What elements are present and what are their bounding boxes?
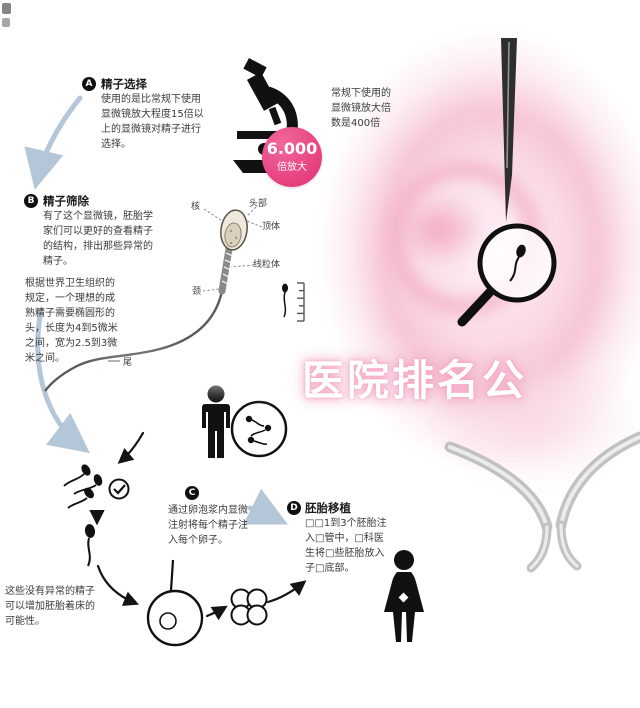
arrow-a-to-b xyxy=(24,95,83,190)
watermark-text: 医院排名公 xyxy=(302,356,528,405)
arrow-dish-to-group xyxy=(117,431,145,464)
scale-ruler xyxy=(297,282,305,322)
step-b-body-1: 有了这个显微镜，胚胎学家们可以更好的查看精子的结构，排出那些异常的精子。 xyxy=(43,211,153,267)
label-acrosome: 顶体 xyxy=(262,222,281,232)
note-normal-sperm-implantation: 这些没有异常的精子可以增加胚胎着床的可能性。 xyxy=(5,586,95,627)
injection-needle-icon xyxy=(501,38,517,222)
arrow-sperm-to-egg xyxy=(96,564,140,606)
petri-dish-icon xyxy=(230,400,288,458)
egg-photo-pink-spot xyxy=(394,194,486,266)
step-b-title: 精子筛除 xyxy=(43,194,89,208)
note-conventional-magnification: 常规下使用的显微镜放大倍数是400倍 xyxy=(331,88,391,129)
magnification-value: 6.000 xyxy=(266,139,318,159)
label-head: 头部 xyxy=(249,199,268,209)
step-b-body-2: 根据世界卫生组织的规定，一个理想的成熟精子需要椭圆形的头，长度为4到5微米之间，… xyxy=(25,278,118,364)
label-neck: 颈 xyxy=(192,287,202,297)
egg-photo-inner-ring xyxy=(366,140,562,336)
sperm-group-check-icon xyxy=(63,464,130,509)
step-c-body: 通过卵泡浆内显微注射将每个精子注入每个卵子。 xyxy=(168,505,248,546)
label-tail: 尾 xyxy=(123,358,133,368)
step-d-badge: D xyxy=(287,501,301,515)
magnification-badge: 6.000 倍放大 xyxy=(262,127,322,187)
person-icon xyxy=(202,385,230,458)
label-mitochondria: 线粒体 xyxy=(253,260,281,270)
step-a-body: 使用的是比常规下使用显微镜放大程度15倍以上的显微镜对精子进行选择。 xyxy=(101,94,204,150)
arrow-cluster-to-woman xyxy=(266,580,307,604)
step-d-body: □□1到3个胚胎注入□管中，□科医生将□些胚胎放入子□底部。 xyxy=(305,518,387,574)
egg-injection-icon xyxy=(146,559,204,647)
label-nucleus: 核 xyxy=(191,202,201,212)
step-b-badge: B xyxy=(24,194,38,208)
step-a-badge: A xyxy=(82,77,96,91)
step-d-title: 胚胎移植 xyxy=(305,501,351,515)
arrow-egg-to-cluster xyxy=(205,605,228,621)
egg-photo-lower-glow xyxy=(426,348,640,488)
step-a-title: 精子选择 xyxy=(101,77,147,91)
embryo-cluster-icon xyxy=(230,588,268,626)
single-sperm-icon xyxy=(84,524,96,567)
corner-artifact xyxy=(2,3,11,27)
magnification-unit: 倍放大 xyxy=(277,161,307,173)
uterus-illustration xyxy=(444,431,640,573)
magnifier-icon xyxy=(457,223,557,327)
arrow-c-to-d xyxy=(243,488,288,525)
step-c-badge: C xyxy=(185,486,199,500)
